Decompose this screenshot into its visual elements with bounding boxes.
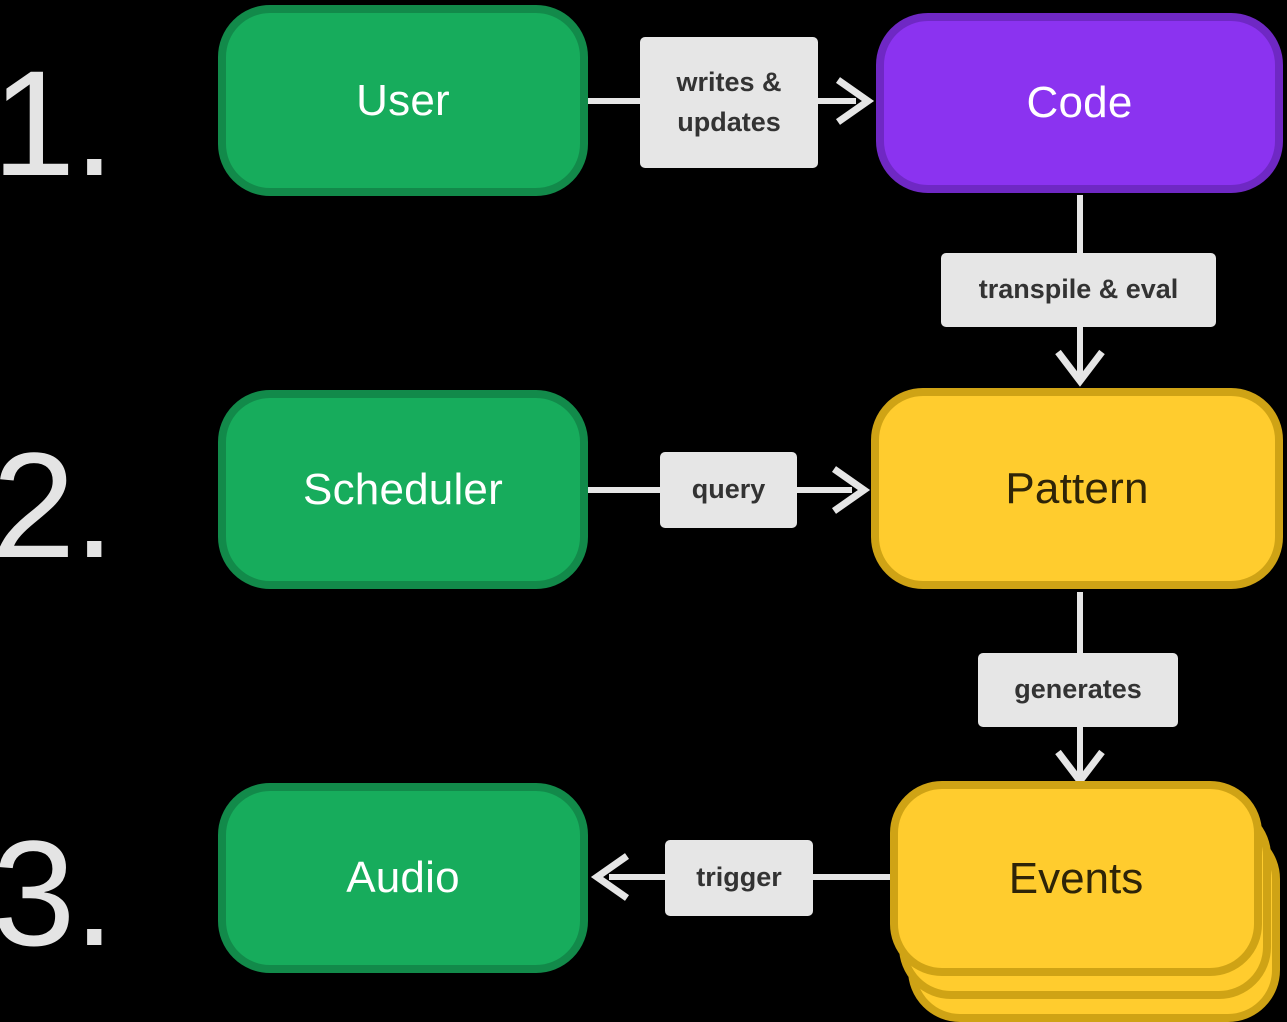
step-number-1: 1. <box>0 39 115 207</box>
edge-label-writes-updates-line1: writes & <box>676 67 782 98</box>
edge-label-trigger: trigger <box>665 840 813 916</box>
edge-label-query: query <box>660 452 797 528</box>
arrowhead-pattern-events <box>1055 749 1105 787</box>
arrowhead-user-code <box>835 77 875 125</box>
edge-label-writes-updates-line2: updates <box>677 106 781 137</box>
step-number-2: 2. <box>0 421 115 589</box>
node-events[interactable]: Events <box>890 781 1287 1022</box>
arrowhead-code-pattern <box>1055 349 1105 387</box>
node-audio[interactable]: Audio <box>218 783 588 973</box>
node-scheduler[interactable]: Scheduler <box>218 390 588 589</box>
edge-label-trigger-line1: trigger <box>696 862 782 893</box>
edge-label-transpile-eval: transpile & eval <box>941 253 1216 327</box>
edge-label-transpile-eval-line1: transpile & eval <box>978 274 1179 305</box>
node-pattern[interactable]: Pattern <box>871 388 1283 589</box>
arrowhead-scheduler-pattern <box>831 466 871 514</box>
node-user[interactable]: User <box>218 5 588 196</box>
arrowhead-events-audio <box>590 853 630 901</box>
step-number-3: 3. <box>0 809 115 977</box>
edge-label-generates: generates <box>978 653 1178 727</box>
edge-label-query-line1: query <box>691 474 766 505</box>
edge-label-writes-updates: writes & updates <box>640 37 818 168</box>
node-events-stack-layer-1: Events <box>890 781 1262 976</box>
edge-label-generates-line1: generates <box>1014 674 1142 705</box>
node-code[interactable]: Code <box>876 13 1283 193</box>
